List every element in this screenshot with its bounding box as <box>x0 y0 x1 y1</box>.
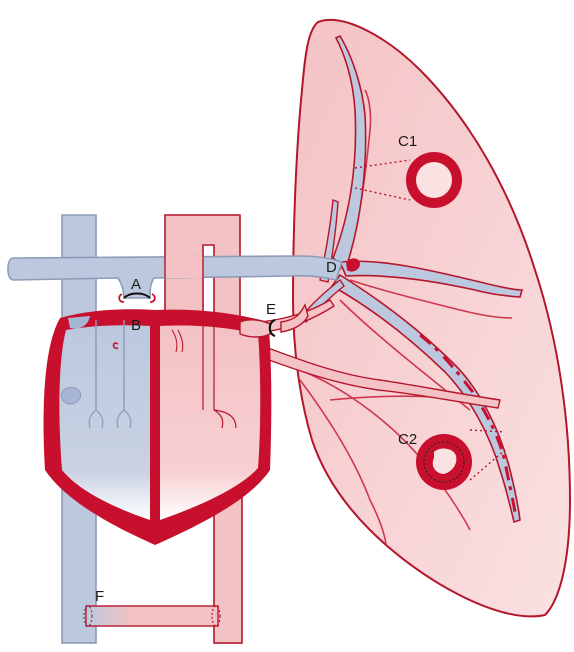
label-E: E <box>266 301 276 318</box>
label-C2: C2 <box>398 431 417 448</box>
marker-F: F <box>84 588 220 626</box>
label-D: D <box>326 259 337 276</box>
heart <box>44 309 272 643</box>
label-F: F <box>95 588 104 605</box>
label-B: B <box>131 317 141 334</box>
lung-outline <box>293 20 570 616</box>
label-A: A <box>131 276 141 293</box>
label-C1: C1 <box>398 133 417 150</box>
